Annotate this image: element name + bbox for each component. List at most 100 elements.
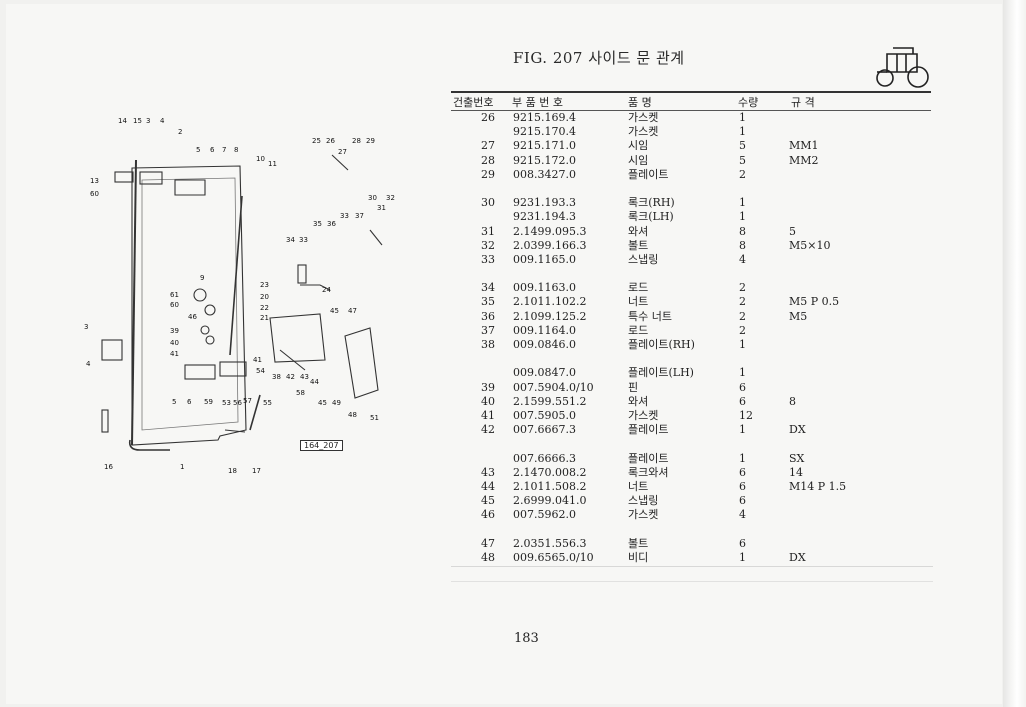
- cell-qty: 8: [739, 238, 746, 252]
- callout-49: 49: [332, 399, 341, 407]
- cell-qty: 6: [739, 465, 746, 479]
- tractor-icon: [876, 47, 929, 88]
- cell-ref: 44: [481, 479, 495, 493]
- cell-name: 와셔: [628, 394, 649, 408]
- cell-qty: 6: [739, 536, 746, 550]
- row-spacer: [451, 182, 931, 196]
- figure-code: 164_207: [300, 440, 343, 451]
- callout-20: 20: [260, 293, 269, 301]
- cell-ref: 26: [481, 111, 495, 124]
- callout-56: 56: [233, 399, 242, 407]
- callout-21: 21: [260, 314, 269, 322]
- callout-33b: 33: [299, 236, 308, 244]
- cell-part-no: 007.5904.0/10: [513, 380, 594, 394]
- callout-18: 18: [228, 467, 237, 475]
- callout-6: 6: [210, 146, 215, 154]
- callout-7: 7: [222, 146, 227, 154]
- cell-part-no: 009.1164.0: [513, 323, 576, 337]
- cell-qty: 1: [739, 338, 746, 351]
- cell-name: 볼트: [628, 238, 649, 252]
- cell-spec: M14 P 1.5: [789, 479, 847, 493]
- callout-30: 30: [368, 194, 377, 202]
- callout-1: 1: [180, 463, 185, 471]
- cell-qty: 1: [739, 366, 746, 380]
- cell-part-no: 007.6666.3: [513, 451, 576, 465]
- cell-name: 비디: [628, 550, 649, 564]
- cell-qty: 2: [739, 281, 746, 295]
- catalog-page: [6, 4, 1002, 704]
- cell-spec: 5: [789, 224, 796, 238]
- col-qty: 수량: [738, 96, 759, 109]
- callout-60: 60: [90, 190, 99, 198]
- cell-part-no: 009.0847.0: [513, 366, 576, 380]
- callout-41b: 41: [253, 356, 262, 364]
- cell-qty: 5: [739, 153, 746, 167]
- cell-part-no: 2.6999.041.0: [513, 494, 587, 508]
- cell-name: 로드: [628, 323, 649, 337]
- bleed-through-rule: [451, 566, 933, 582]
- callout-40: 40: [170, 339, 179, 347]
- callout-44: 44: [310, 378, 319, 386]
- cell-qty: 5: [739, 139, 746, 153]
- cell-ref: 40: [481, 394, 495, 408]
- cell-part-no: 009.1163.0: [513, 281, 576, 295]
- col-part-no: 부 품 번 호: [512, 96, 563, 109]
- callout-39: 39: [170, 327, 179, 335]
- page-number: 183: [514, 631, 539, 646]
- callout-5: 5: [196, 146, 201, 154]
- cell-part-no: 2.1011.102.2: [513, 295, 587, 309]
- cell-ref: 30: [481, 196, 495, 210]
- cell-name: 가스켓: [628, 125, 659, 139]
- cell-part-no: 009.6565.0/10: [513, 550, 594, 564]
- callout-27: 27: [338, 148, 347, 156]
- callout-24: 24: [322, 286, 331, 294]
- cell-ref: 29: [481, 167, 495, 181]
- callout-2: 2: [178, 128, 183, 136]
- callout-29: 29: [366, 137, 375, 145]
- callout-58: 58: [296, 389, 305, 397]
- cell-ref: 34: [481, 281, 495, 295]
- callout-22: 22: [260, 304, 269, 312]
- callout-61: 61: [170, 291, 179, 299]
- callout-25: 25: [312, 137, 321, 145]
- cell-qty: 4: [739, 508, 746, 522]
- callout-42: 42: [286, 373, 295, 381]
- cell-qty: 1: [739, 423, 746, 437]
- callout-13: 13: [90, 177, 99, 185]
- cell-part-no: 2.0351.556.3: [513, 536, 587, 550]
- callout-51: 51: [370, 414, 379, 422]
- cell-part-no: 9215.171.0: [513, 139, 576, 153]
- callout-33a: 33: [340, 212, 349, 220]
- callout-23: 23: [260, 281, 269, 289]
- cell-qty: 2: [739, 309, 746, 323]
- page-edge: [1003, 0, 1026, 707]
- cell-ref: 45: [481, 494, 495, 508]
- cell-qty: 6: [739, 380, 746, 394]
- cell-name: 로드: [628, 281, 649, 295]
- cell-ref: 39: [481, 380, 495, 394]
- callout-53: 53: [222, 399, 231, 407]
- page-title: FIG. 207 사이드 문 관계: [513, 49, 685, 67]
- cell-qty: 1: [739, 550, 746, 564]
- cell-qty: 1: [739, 196, 746, 210]
- cell-qty: 6: [739, 479, 746, 493]
- callout-17: 17: [252, 467, 261, 475]
- cell-spec: M5 P 0.5: [789, 295, 840, 309]
- cell-name: 록크와셔: [628, 465, 669, 479]
- callout-60b: 60: [170, 301, 179, 309]
- cell-qty: 6: [739, 494, 746, 508]
- cell-ref: 35: [481, 295, 495, 309]
- cell-part-no: 009.1165.0: [513, 252, 576, 266]
